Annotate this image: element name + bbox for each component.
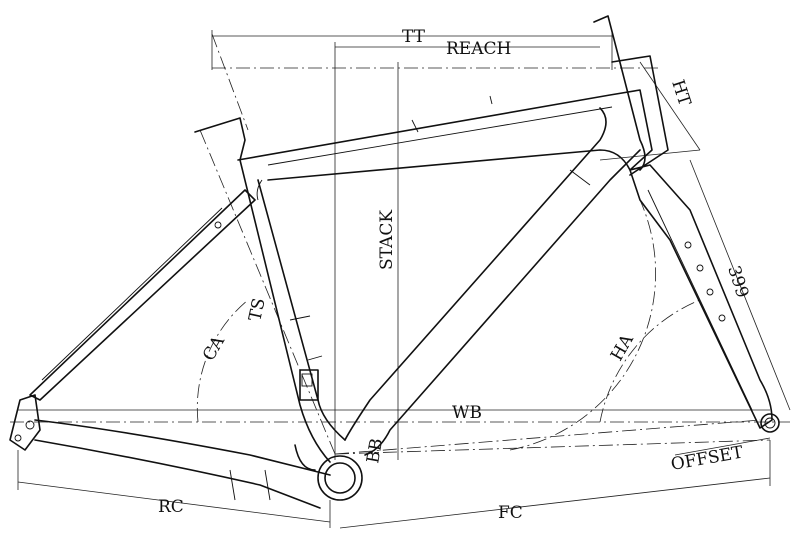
label-offset: OFFSET [669, 442, 745, 474]
angle-arcs [196, 199, 701, 451]
top-tube [237, 89, 653, 181]
bottom-bracket [317, 455, 363, 501]
label-bb: BB [363, 437, 387, 465]
label-ha: HA [607, 330, 638, 364]
chain-stay [34, 419, 331, 476]
seat-post [194, 117, 331, 463]
dimension-lines [17, 30, 791, 529]
front-axle [760, 413, 780, 433]
label-rc: RC [158, 497, 184, 517]
label-reach: REACH [446, 39, 511, 59]
label-fork-length: 399 [723, 263, 752, 300]
label-fc: FC [498, 503, 523, 523]
fork [629, 164, 773, 429]
label-ca: CA [199, 332, 229, 365]
seat-stay [29, 189, 256, 401]
bike-frame [9, 15, 780, 509]
label-ht: HT [667, 77, 694, 109]
down-tube [344, 107, 607, 441]
dimension-labels: TT REACH HT STACK TS CA HA WB BB OFFSET … [158, 27, 752, 523]
label-ts: TS [245, 296, 269, 323]
label-tt: TT [402, 27, 426, 47]
label-wb: WB [452, 403, 482, 423]
label-stack: STACK [377, 210, 397, 270]
